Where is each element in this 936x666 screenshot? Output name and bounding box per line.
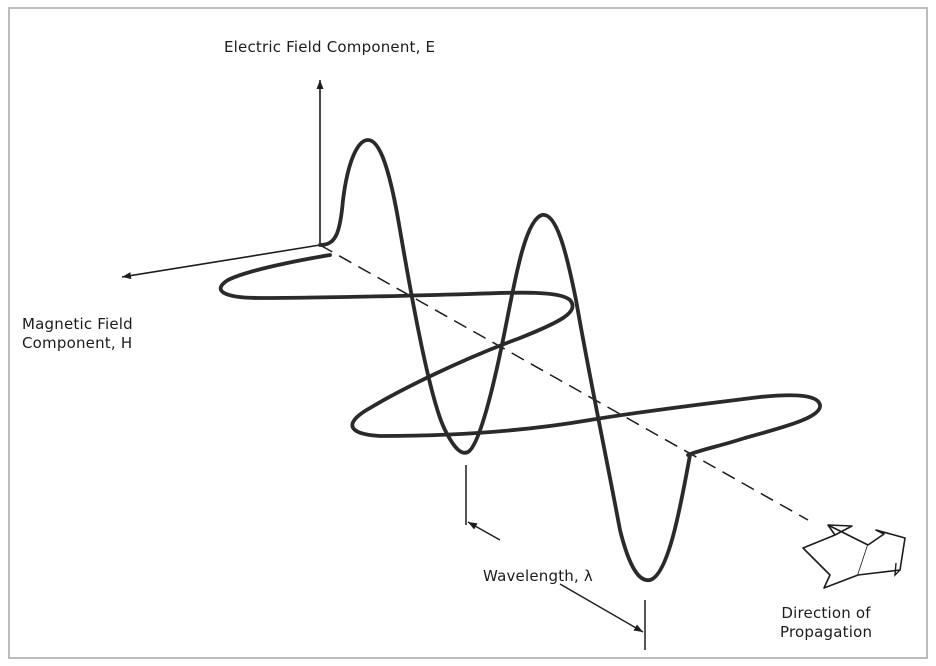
magnetic-wave [221, 255, 820, 455]
wavelength-label: Wavelength, λ [483, 567, 593, 586]
direction-label: Direction of Propagation [780, 604, 872, 642]
electric-field-label: Electric Field Component, E [224, 38, 435, 57]
magnetic-field-label: Magnetic Field Component, H [22, 315, 133, 353]
magnetic-field-label-line1: Magnetic Field [22, 315, 133, 334]
wavelength-arrow-right [560, 584, 643, 632]
direction-arrow-icon [803, 525, 905, 588]
figure-frame [9, 8, 927, 658]
propagation-axis [320, 245, 808, 520]
wavelength-arrow-left [468, 522, 500, 540]
magnetic-field-label-line2: Component, H [22, 334, 133, 353]
direction-label-line1: Direction of [780, 604, 872, 623]
electric-wave [320, 140, 690, 580]
direction-label-line2: Propagation [780, 623, 872, 642]
